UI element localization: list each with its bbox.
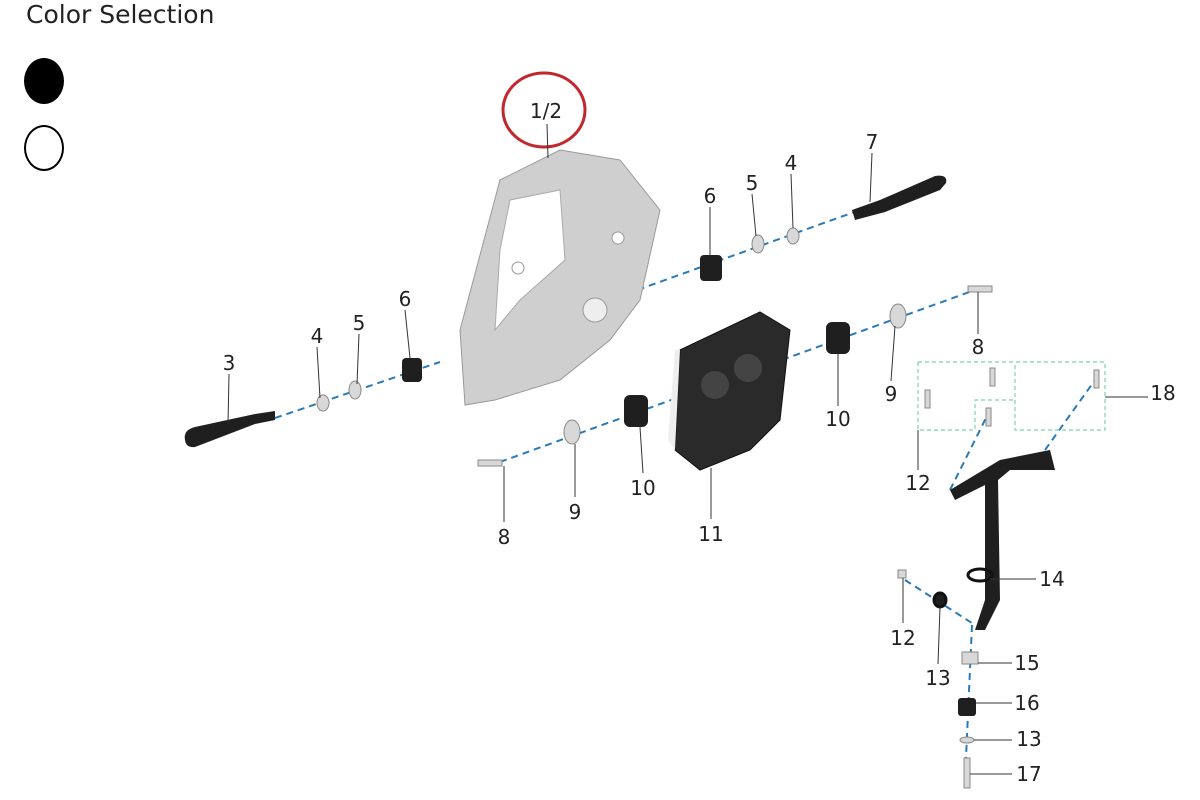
callout-16[interactable]: 16 [1014,691,1039,715]
stalk-part-3[interactable] [184,411,275,448]
callout-14[interactable]: 14 [1039,567,1064,591]
callout-labels: 1/2 3 4 5 6 6 5 4 7 8 9 10 18 12 8 9 10 … [223,99,1176,786]
callout-17[interactable]: 17 [1016,762,1041,786]
stalk-part-7[interactable] [852,175,947,220]
color-swatch-white[interactable] [24,125,64,171]
small-parts [316,227,993,789]
callout-8[interactable]: 8 [972,335,985,359]
fastener-group-18 [917,361,1106,431]
callout-4[interactable]: 4 [785,151,798,175]
callout-1-2[interactable]: 1/2 [530,99,562,123]
callout-4[interactable]: 4 [311,324,324,348]
callout-11[interactable]: 11 [698,522,723,546]
instrument-cluster-part-11[interactable] [668,311,791,471]
callout-6[interactable]: 6 [399,287,412,311]
callout-10[interactable]: 10 [825,407,850,431]
callout-13[interactable]: 13 [925,666,950,690]
highlight-circle [501,71,587,149]
color-selection-title: Color Selection [26,0,215,29]
callout-13[interactable]: 13 [1016,727,1041,751]
bracket-part-1-2[interactable] [459,149,661,406]
callout-12[interactable]: 12 [890,626,915,650]
callout-9[interactable]: 9 [569,500,582,524]
mount-bracket-part-14[interactable] [950,450,1055,630]
callout-6[interactable]: 6 [704,184,717,208]
callout-18[interactable]: 18 [1150,381,1175,405]
leader-lines [227,123,1148,775]
callout-9[interactable]: 9 [885,382,898,406]
callout-5[interactable]: 5 [353,311,366,335]
callout-10[interactable]: 10 [630,476,655,500]
callout-7[interactable]: 7 [866,130,879,154]
callout-12[interactable]: 12 [905,471,930,495]
color-swatch-black[interactable] [24,58,64,104]
callout-8[interactable]: 8 [498,525,511,549]
callout-15[interactable]: 15 [1014,651,1039,675]
callout-5[interactable]: 5 [746,171,759,195]
callout-3[interactable]: 3 [223,351,236,375]
